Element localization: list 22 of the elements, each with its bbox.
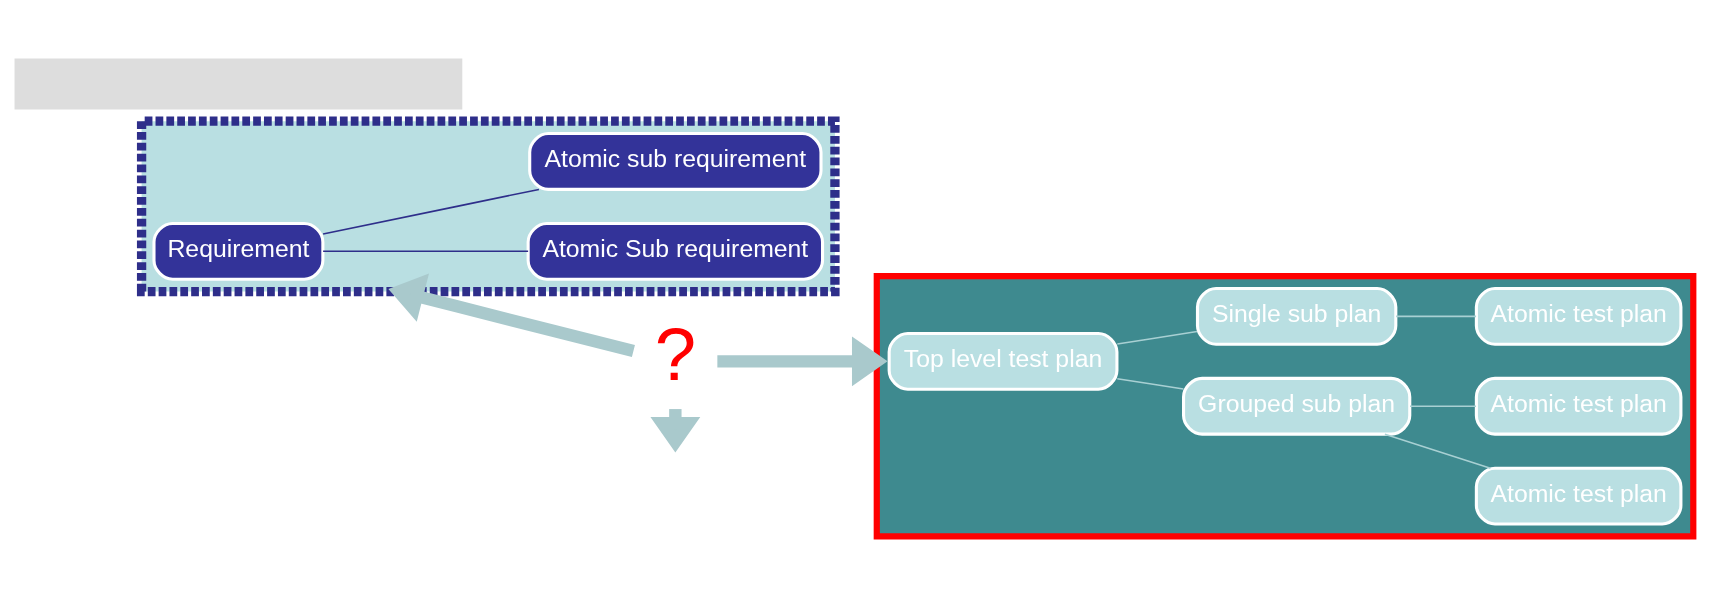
connector [322, 250, 529, 252]
node-bar [14, 57, 463, 110]
node-box: Atomic test plan [1474, 466, 1683, 526]
node-box: Atomic test plan [1474, 286, 1683, 346]
arrow [717, 335, 888, 386]
connector [322, 188, 540, 235]
node-box: Atomic Sub requirement [526, 221, 825, 281]
node-box: Atomic sub requirement [528, 131, 823, 191]
node-box: Top level test plan [887, 331, 1119, 391]
cluster [873, 272, 1697, 539]
connector [1409, 405, 1477, 407]
connector [1384, 432, 1492, 469]
node-box: Single sub plan [1195, 286, 1398, 346]
connector [1116, 377, 1185, 390]
node-box: Atomic test plan [1474, 376, 1683, 436]
node-box: Grouped sub plan [1182, 376, 1412, 436]
arrow [388, 273, 635, 357]
node-box: Requirement [152, 221, 325, 281]
connector [1116, 330, 1198, 345]
node-text: ? [654, 312, 697, 396]
cluster [136, 116, 840, 296]
connector [1395, 315, 1477, 317]
